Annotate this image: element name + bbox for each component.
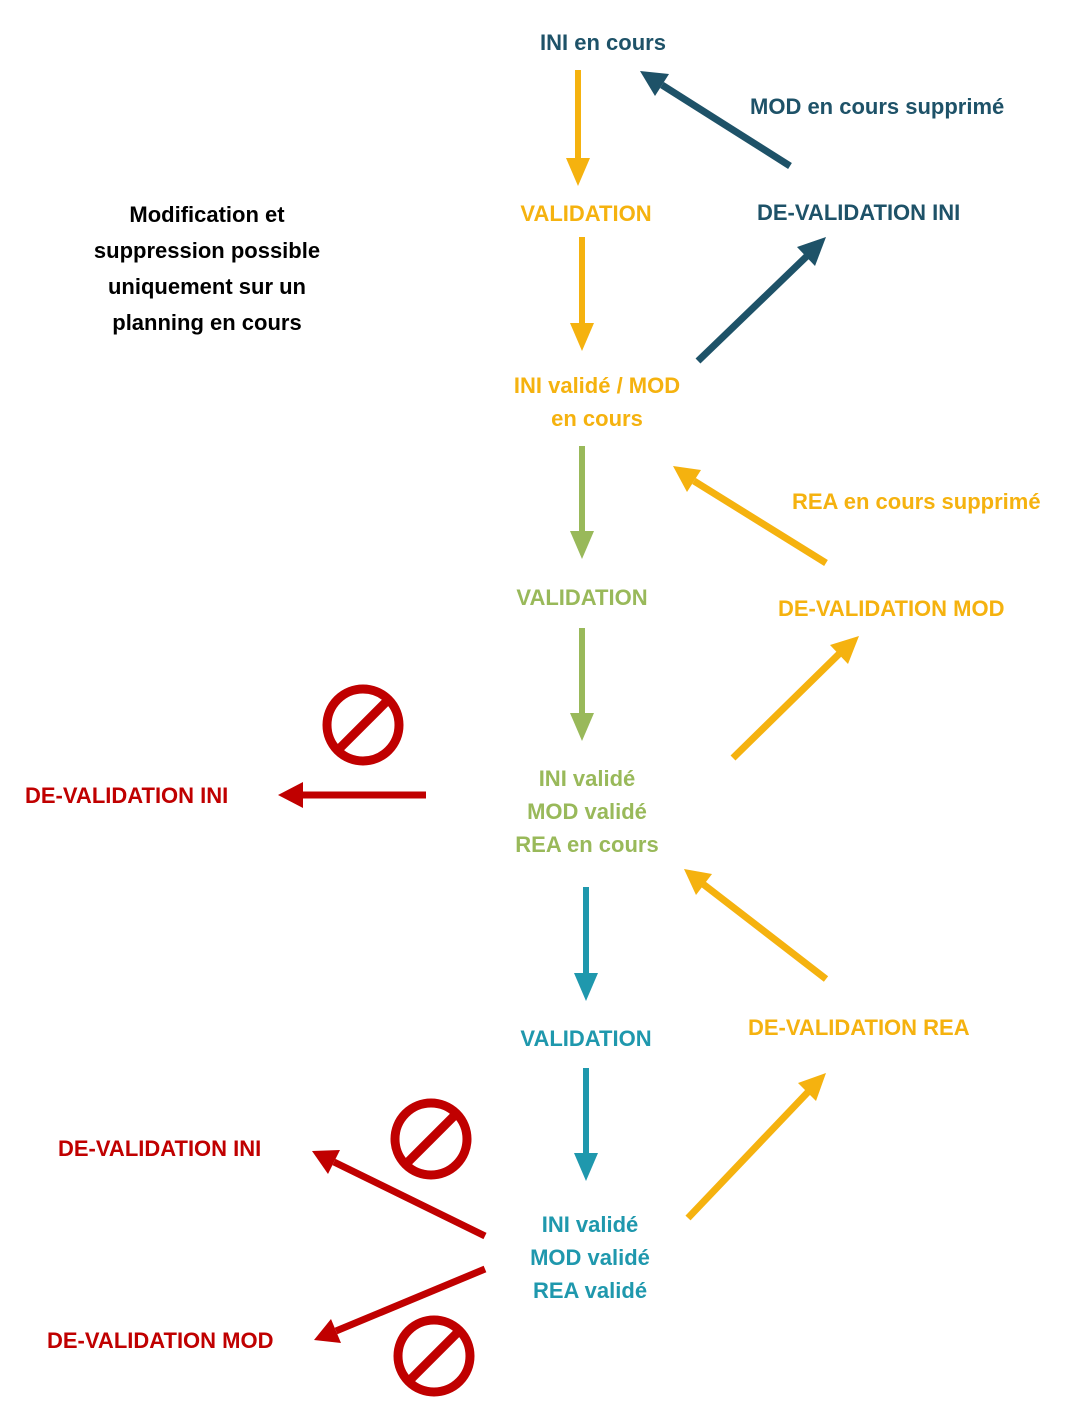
arrow-validation-to-ini-valide (570, 237, 594, 351)
forbidden-devalidation-ini-label: DE-VALIDATION INI (58, 1136, 262, 1161)
state-line: MOD validé (530, 1245, 650, 1270)
arrow-ini-to-validation (566, 70, 590, 186)
note-line: Modification et (129, 202, 285, 227)
note-line: planning en cours (112, 310, 302, 335)
arrow-devalidation-ini-to-ini-en-cours (640, 71, 792, 169)
rea-supprime-annotation: REA en cours supprimé (792, 489, 1041, 514)
forbidden-devalidation-ini-label: DE-VALIDATION INI (25, 783, 229, 808)
devalidation-ini-label: DE-VALIDATION INI (757, 200, 961, 225)
arrow-mod-to-validation (570, 446, 594, 559)
state-line: INI validé (538, 766, 636, 791)
validation-step-3: VALIDATION (520, 1026, 652, 1051)
forbidden-icon (390, 1098, 472, 1180)
forbidden-icon (393, 1315, 475, 1397)
state-mod-valide-rea-en-cours: INI validé MOD validé REA en cours (515, 762, 658, 861)
state-line: INI validé / MOD (513, 373, 681, 398)
arrow-validation-to-all-valide (574, 1068, 598, 1181)
validation-step-1: VALIDATION (520, 201, 652, 226)
arrow-forbidden-devalidation-ini-1 (278, 782, 426, 808)
arrow-devalidation-mod-to-ini-valide (673, 466, 828, 566)
forbidden-icon (322, 684, 404, 766)
state-line: MOD validé (527, 799, 647, 824)
validation-step-2: VALIDATION (516, 585, 648, 610)
state-line: en cours (551, 406, 643, 431)
state-ini-en-cours: INI en cours (540, 30, 666, 55)
arrow-forbidden-devalidation-ini-2 (312, 1150, 487, 1240)
state-line: INI validé (541, 1212, 639, 1237)
arrow-forbidden-devalidation-mod (314, 1265, 487, 1343)
arrow-validation-to-mod-valide (570, 628, 594, 741)
arrow-ini-valide-to-devalidation-ini (695, 237, 826, 364)
forbidden-devalidation-mod-label: DE-VALIDATION MOD (47, 1328, 274, 1353)
arrow-all-valide-to-devalidation-rea (685, 1073, 826, 1221)
mod-supprime-annotation: MOD en cours supprimé (750, 94, 1005, 119)
arrow-rea-to-validation (574, 887, 598, 1001)
arrow-devalidation-rea-to-rea-en-cours (684, 869, 829, 982)
devalidation-rea-label: DE-VALIDATION REA (748, 1015, 970, 1040)
arrow-mod-valide-to-devalidation-mod (730, 636, 859, 761)
note-line: suppression possible (93, 238, 321, 263)
state-ini-valide-mod-en-cours: INI validé / MOD en cours (514, 369, 680, 435)
state-all-valide: INI validé MOD validé REA validé (530, 1208, 650, 1307)
devalidation-mod-label: DE-VALIDATION MOD (778, 596, 1005, 621)
state-line: REA validé (532, 1278, 648, 1303)
state-line: REA en cours (515, 832, 659, 857)
note-line: uniquement sur un (107, 274, 306, 299)
info-note: Modification et suppression possible uni… (94, 197, 320, 341)
